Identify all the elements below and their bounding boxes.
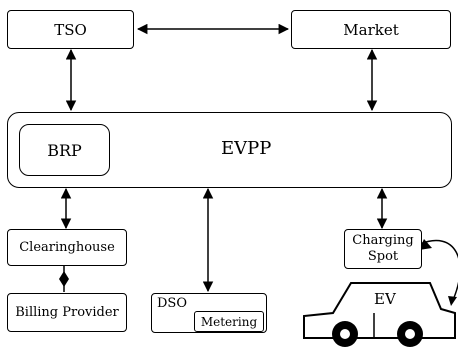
ev-front-hub xyxy=(340,329,350,339)
clearinghouse-label: Clearinghouse xyxy=(19,240,115,255)
evpp-label: EVPP xyxy=(221,138,272,159)
market-node: Market xyxy=(291,10,451,49)
brp-node: BRP xyxy=(19,124,110,176)
metering-node: Metering xyxy=(194,311,264,332)
market-label: Market xyxy=(343,20,399,39)
billing-provider-label: Billing Provider xyxy=(15,305,119,320)
tso-node: TSO xyxy=(7,10,134,49)
chargingspot-ev-arrowhead xyxy=(419,239,432,250)
charging-spot-label: Charging Spot xyxy=(352,233,414,264)
tso-label: TSO xyxy=(54,20,87,39)
ev-rear-hub xyxy=(405,329,415,339)
billing-provider-node: Billing Provider xyxy=(7,293,127,332)
chargingspot-ev-curve xyxy=(419,239,458,301)
metering-label: Metering xyxy=(200,314,258,329)
clearinghouse-billing-diamond xyxy=(59,271,69,287)
ev-car xyxy=(303,282,456,347)
clearinghouse-node: Clearinghouse xyxy=(7,229,127,266)
charging-spot-node: Charging Spot xyxy=(344,229,422,269)
ev-label: EV xyxy=(374,290,396,308)
ev-plug-arrowhead xyxy=(448,296,457,306)
dso-label: DSO xyxy=(157,296,187,311)
brp-label: BRP xyxy=(47,140,82,160)
